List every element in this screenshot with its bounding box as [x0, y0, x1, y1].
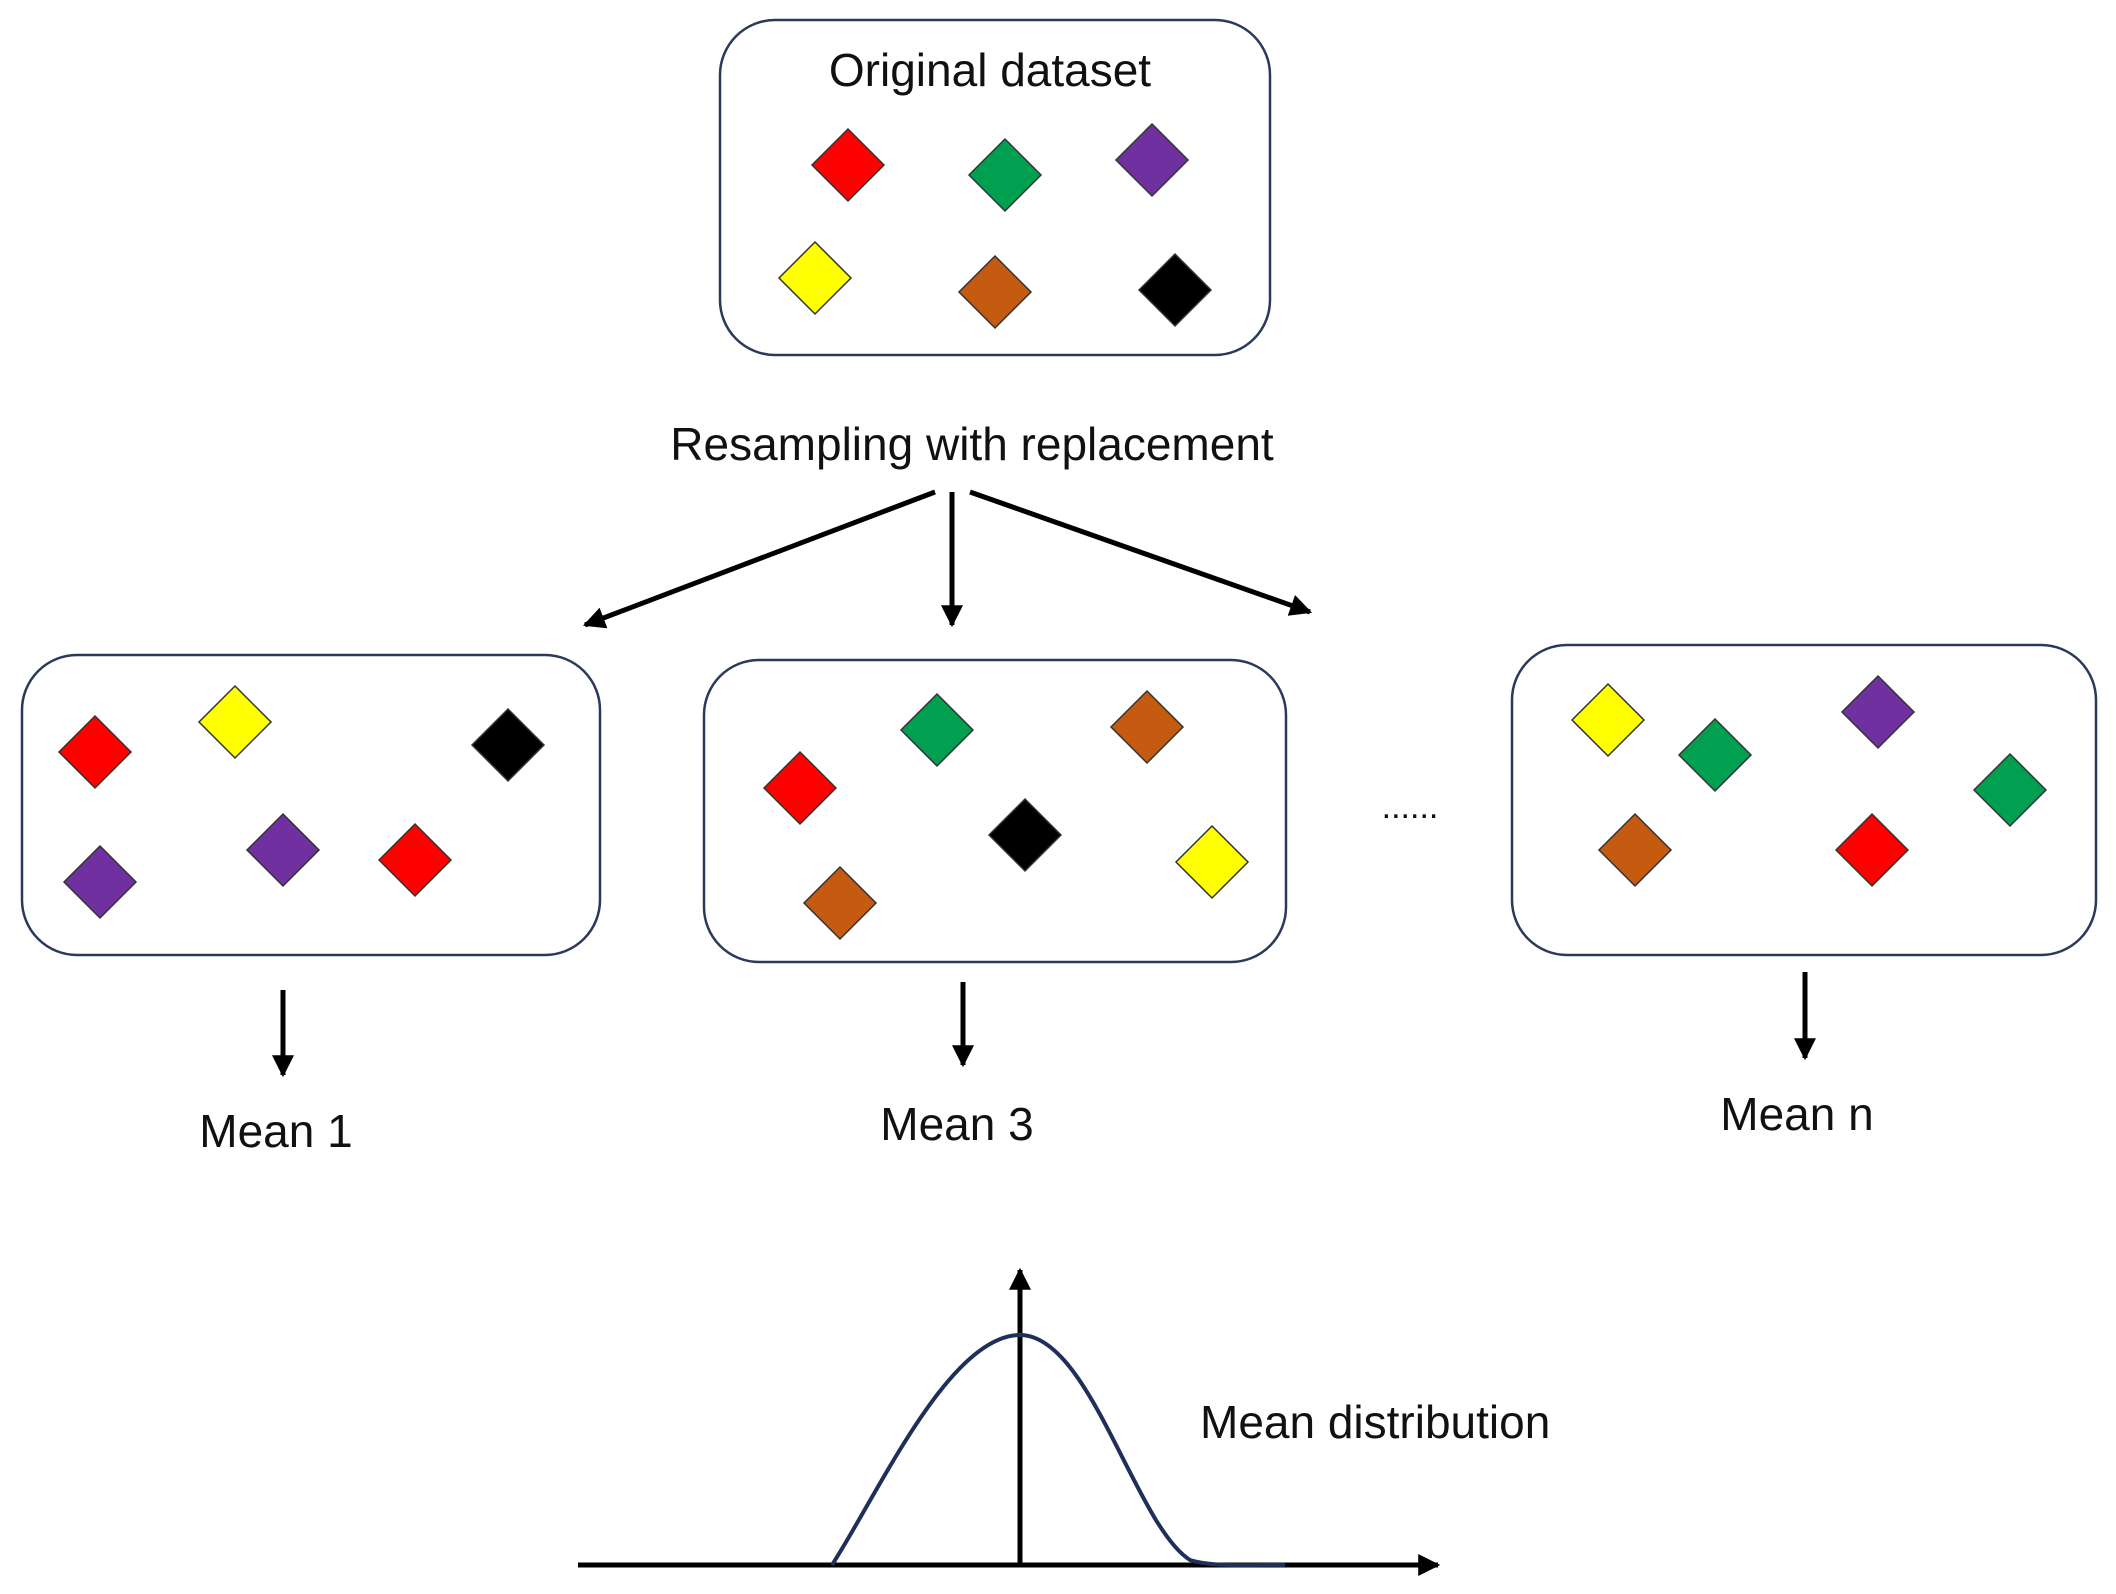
mean-3-label: Mean 3 — [880, 1098, 1033, 1150]
red-diamond — [810, 127, 886, 203]
yellow-diamond — [777, 240, 853, 316]
mean-distribution-plot: Mean distribution — [578, 1267, 1550, 1576]
purple-diamond — [245, 812, 321, 888]
purple-diamond — [1114, 122, 1190, 198]
yellow-diamond — [197, 684, 273, 760]
green-diamond — [1677, 717, 1753, 793]
brown-diamond — [957, 254, 1033, 330]
ellipsis-label: ...... — [1382, 788, 1439, 826]
black-diamond — [987, 797, 1063, 873]
yellow-diamond — [1174, 824, 1250, 900]
sample-n-items — [1570, 674, 2048, 888]
sample-1-box — [20, 653, 602, 957]
green-diamond — [899, 692, 975, 768]
black-diamond — [1137, 252, 1213, 328]
resampling-label: Resampling with replacement — [670, 418, 1274, 470]
mean-distribution-label: Mean distribution — [1200, 1396, 1550, 1448]
brown-diamond — [1109, 689, 1185, 765]
sample-3-box — [702, 658, 1288, 964]
original-dataset-box: Original dataset — [718, 18, 1272, 357]
sample-n-box — [1510, 643, 2098, 957]
brown-diamond — [1597, 812, 1673, 888]
green-diamond — [1972, 752, 2048, 828]
arrow-to-sample-1 — [582, 489, 936, 629]
brown-diamond — [802, 865, 878, 941]
red-diamond — [57, 714, 133, 790]
sample-1-items — [57, 684, 546, 920]
yellow-diamond — [1570, 682, 1646, 758]
green-diamond — [967, 137, 1043, 213]
red-diamond — [762, 750, 838, 826]
red-diamond — [377, 822, 453, 898]
arrow-to-sample-n — [969, 489, 1313, 616]
resampling-arrows — [582, 489, 1313, 629]
mean-1-label: Mean 1 — [199, 1105, 352, 1157]
bell-curve — [830, 1332, 1286, 1568]
original-dataset-items — [777, 122, 1213, 330]
sample-3-items — [762, 689, 1250, 941]
purple-diamond — [1840, 674, 1916, 750]
red-diamond — [1834, 812, 1910, 888]
purple-diamond — [62, 844, 138, 920]
black-diamond — [470, 707, 546, 783]
mean-n-label: Mean n — [1720, 1088, 1873, 1140]
original-dataset-label: Original dataset — [829, 44, 1151, 96]
